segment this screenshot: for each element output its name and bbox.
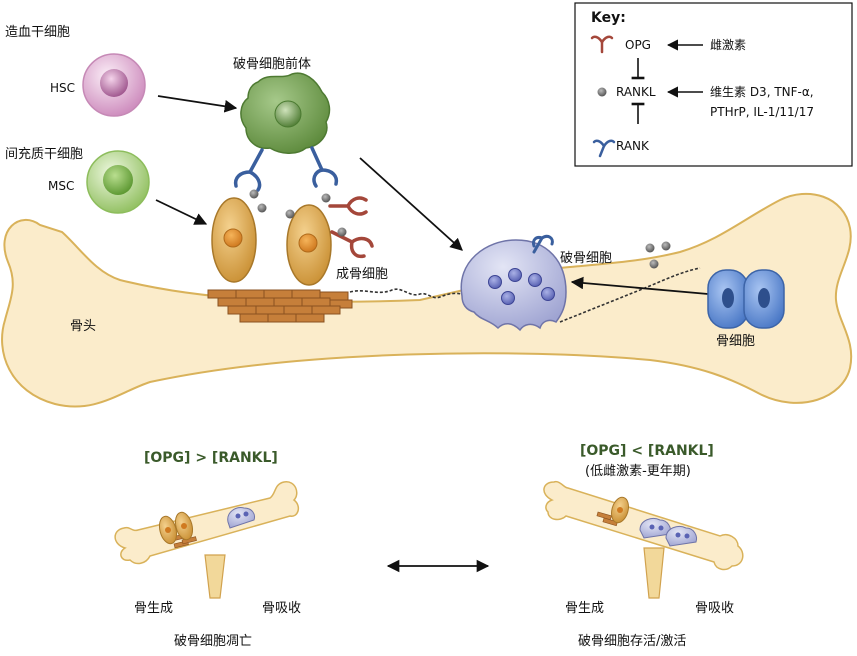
osteoblast-label: 成骨细胞 (336, 267, 388, 282)
osteoclast-label: 破骨细胞 (560, 251, 612, 266)
key-opg: OPG (625, 38, 651, 52)
msc-abbr: MSC (48, 179, 74, 193)
left-condition: [OPG] > [RANKL] (144, 450, 278, 466)
right-subcondition: (低雌激素-更年期) (585, 463, 691, 479)
rank-receptor-icon (233, 148, 264, 192)
osteoclast-cell (460, 239, 567, 332)
hsc-cell (82, 53, 146, 117)
osteoblast-cell (211, 197, 257, 283)
rank-receptor-icon (310, 146, 339, 188)
left-caption: 破骨细胞凋亡 (174, 634, 252, 649)
left-bone-formation: 骨生成 (134, 601, 173, 616)
msc-to-osteoblast-arrow (155, 199, 208, 225)
hsc-name: 造血干细胞 (5, 25, 70, 40)
left-bone-resorption: 骨吸收 (262, 601, 301, 616)
msc-cell (86, 150, 150, 214)
right-balance-scale (543, 480, 744, 599)
key-legend: Key: OPG 雌激素 RANKL 维生素 D3, TNF-α, PTHrP,… (574, 2, 853, 167)
hsc-to-precursor-arrow (157, 95, 238, 113)
osteocyte-label: 骨细胞 (716, 334, 755, 349)
osteocyte-to-osteoclast-arrow (570, 276, 709, 295)
bone-label: 骨头 (70, 319, 96, 334)
opg-icon (330, 230, 374, 259)
rankl-particles (645, 241, 671, 269)
right-condition: [OPG] < [RANKL] (580, 443, 714, 459)
msc-name: 间充质干细胞 (5, 146, 83, 162)
key-rank: RANK (616, 139, 650, 153)
key-rankl-regulator-1: 维生素 D3, TNF-α, (710, 85, 814, 99)
bone-surface-right (559, 267, 701, 323)
opg-icon (590, 35, 614, 54)
left-balance-scale (114, 481, 300, 599)
key-opg-regulator: 雌激素 (710, 37, 746, 52)
bone-surface (349, 288, 471, 299)
hsc-abbr: HSC (50, 81, 75, 95)
key-rankl-dot (597, 87, 607, 97)
key-rankl-regulator-2: PTHrP, IL-1/11/17 (710, 105, 814, 119)
precursor-to-osteoclast-arrow (359, 157, 463, 251)
rankl-particles (249, 189, 347, 237)
opg-icon (328, 196, 368, 216)
precursor-label: 破骨细胞前体 (233, 56, 311, 72)
right-bone-formation: 骨生成 (565, 601, 604, 616)
right-bone-resorption: 骨吸收 (695, 601, 734, 616)
osteocyte-cell (707, 269, 785, 329)
rank-receptor-icon (592, 139, 616, 158)
right-caption: 破骨细胞存活/激活 (578, 634, 686, 649)
rank-receptor-icon (532, 234, 554, 254)
key-title: Key: (591, 10, 626, 26)
osteoclast-precursor-cell (240, 72, 331, 154)
key-rankl: RANKL (616, 85, 656, 99)
bone-matrix-bricks (207, 289, 353, 323)
osteoblast-cell (286, 204, 332, 286)
